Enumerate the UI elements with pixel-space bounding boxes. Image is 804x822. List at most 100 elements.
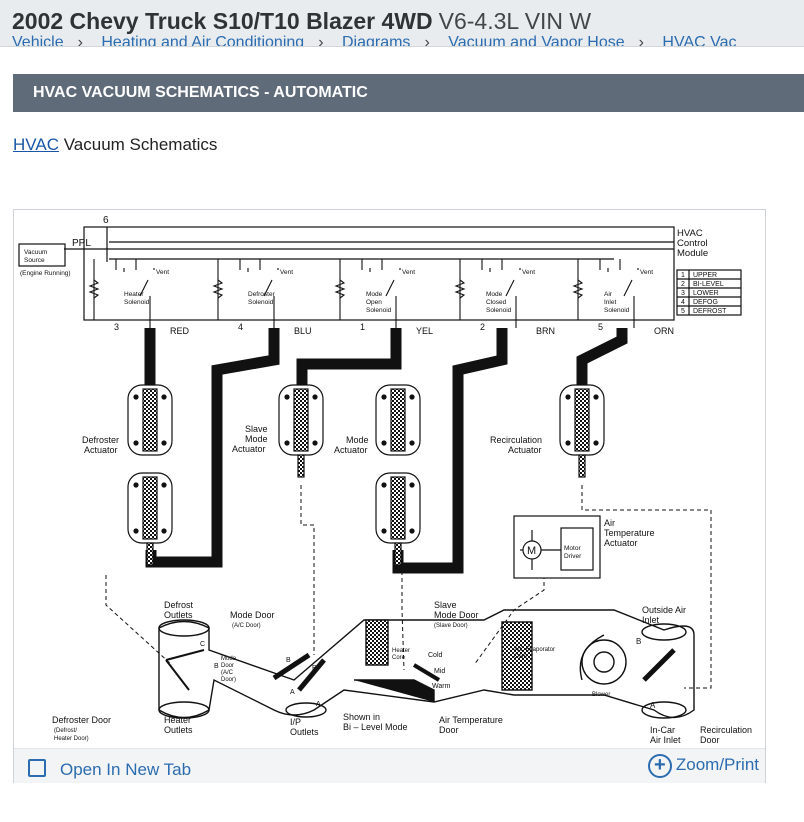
wire-color-label: YEL [416, 326, 433, 336]
chevron-right-icon: › [318, 34, 324, 47]
wire-color-label: RED [170, 326, 190, 336]
defroster-door-label: Defroster Door [52, 715, 111, 725]
defroster-actuator-label2: Actuator [84, 445, 118, 455]
air-temp-door-label1: Air Temperature [439, 715, 503, 725]
vent-label: Vent [156, 269, 169, 276]
breadcrumb-vacuum-hose[interactable]: Vacuum and Vapor Hose [448, 34, 625, 47]
mode-actuator [375, 384, 421, 566]
door-letter-b-recirc: B [636, 637, 641, 646]
door-letter-a-recirc: A [650, 701, 656, 710]
vent-label: Vent [522, 269, 535, 276]
defroster-door-sub2: Heater Door) [54, 736, 89, 742]
motor-driver-box [560, 527, 594, 571]
blower-label: Blower [592, 692, 610, 698]
hvac-link[interactable]: HVAC [13, 135, 59, 154]
plus-circle-icon: + [647, 754, 672, 778]
vacuum-source-box [18, 243, 66, 267]
defroster-door-sub1: (Defrost/ [54, 728, 77, 734]
chevron-right-icon: › [77, 34, 83, 47]
slave-door-label1: Slave [434, 600, 457, 610]
mode-door-inner-4: Door) [221, 677, 236, 683]
solenoid-label: Solenoid [604, 307, 630, 314]
engine-running-label: (Engine Running) [20, 270, 71, 277]
air-temp-actuator-label1: Air [604, 518, 615, 528]
wire-color-label: BRN [536, 326, 555, 336]
section-title: HVAC VACUUM SCHEMATICS - AUTOMATIC [33, 84, 368, 101]
warm-label: Warm [432, 683, 451, 690]
mode-door-inner-3: (A/C [221, 670, 234, 676]
wire-color-label: ORN [654, 326, 674, 336]
door-letter-c: C [200, 641, 205, 648]
vehicle-name: 2002 Chevy Truck S10/T10 Blazer 4WD [12, 8, 433, 34]
control-module-line1: HVAC [677, 228, 703, 239]
air-temp-door-label2: Door [439, 725, 459, 735]
solenoid-label: Solenoid [248, 299, 274, 306]
evap-core-label1: A/C Evaporator [514, 647, 555, 653]
door-letter-b-slave: B [312, 665, 317, 672]
vacuum-source-line1: Vacuum [24, 249, 47, 256]
solenoid-label: Heater [124, 291, 144, 298]
shown-in-label1: Shown in [343, 712, 380, 722]
legend-mode: LOWER [693, 290, 719, 297]
air-temp-actuator-label3: Actuator [604, 538, 638, 548]
evap-core-label2: Core [514, 654, 528, 660]
breadcrumb-heating[interactable]: Heating and Air Conditioning [101, 34, 305, 47]
mode-actuator-label1: Mode [346, 435, 369, 445]
solenoid-number: 2 [480, 322, 485, 332]
legend-mode: DEFOG [693, 299, 718, 306]
slave-actuator-label1: Slave [245, 424, 268, 434]
heater-outlets-label2: Outlets [164, 725, 193, 735]
slave-actuator-label2: Mode [245, 434, 268, 444]
yel-hose [296, 328, 402, 385]
heater-core-label2: Core [392, 655, 406, 661]
recirculation-actuator [559, 384, 605, 478]
recirc-door-label1: Recirculation [700, 725, 752, 735]
open-new-tab-button[interactable]: Open In New Tab [28, 757, 191, 780]
open-new-tab-label: Open In New Tab [60, 760, 192, 779]
mode-door-inner-2: Door [221, 663, 234, 669]
legend-number: 2 [681, 281, 685, 288]
vacuum-schematic-diagram: 6 PPL Vacuum Source (Engine Running) HVA… [18, 215, 752, 745]
mid-label: Mid [434, 668, 445, 675]
door-letter-a-slave: A [316, 701, 321, 708]
in-car-label2: Air Inlet [650, 735, 681, 745]
heater-core [365, 619, 389, 666]
breadcrumb-hvac-vac[interactable]: HVAC Vac [662, 34, 737, 47]
recirc-actuator-label1: Recirculation [490, 435, 542, 445]
solenoid-number: 4 [238, 322, 243, 332]
breadcrumb-diagrams[interactable]: Diagrams [341, 34, 411, 47]
line-six-label: 6 [103, 215, 109, 226]
legend-number: 4 [681, 299, 685, 306]
vent-label: Vent [640, 269, 653, 276]
legend-mode: BI-LEVEL [693, 281, 724, 288]
ppl-label: PPL [72, 238, 91, 249]
recirc-door-label2: Door [700, 735, 720, 745]
solenoid-label: Inlet [604, 299, 616, 306]
recirc-actuator-label2: Actuator [508, 445, 542, 455]
control-module-line3: Module [677, 248, 708, 259]
solenoid-label: Mode [486, 291, 503, 298]
slave-mode-actuator [278, 384, 324, 478]
heater-outlets-label1: Heater [164, 715, 191, 725]
solenoid-label: Solenoid [366, 307, 392, 314]
slave-actuator-label3: Actuator [232, 444, 266, 454]
solenoid-number: 1 [360, 322, 365, 332]
breadcrumb-vehicle[interactable]: Vehicle [12, 34, 64, 47]
engine-label: V6-4.3L VIN W [438, 8, 592, 34]
heater-core-label1: Heater [392, 648, 410, 654]
defrost-outlets-label2: Outlets [164, 610, 193, 620]
blower [581, 639, 627, 685]
door-letter-a-mode: A [290, 689, 295, 696]
mode-door-ac-label: (A/C Door) [232, 623, 261, 629]
door-letter-b-mode: B [286, 657, 291, 664]
shown-in-label2: Bi – Level Mode [343, 722, 408, 732]
mode-door-inner-1: Mode [221, 656, 237, 662]
vacuum-source-line2: Source [24, 257, 45, 264]
mode-legend-box [676, 269, 742, 316]
diagram-footer: Open In New Tab +Zoom/Print [14, 748, 765, 783]
chevron-right-icon: › [638, 34, 644, 47]
air-temp-actuator-label2: Temperature [604, 528, 655, 538]
legend-number: 5 [681, 308, 685, 315]
zoom-print-button[interactable]: +Zoom/Print [647, 753, 759, 778]
